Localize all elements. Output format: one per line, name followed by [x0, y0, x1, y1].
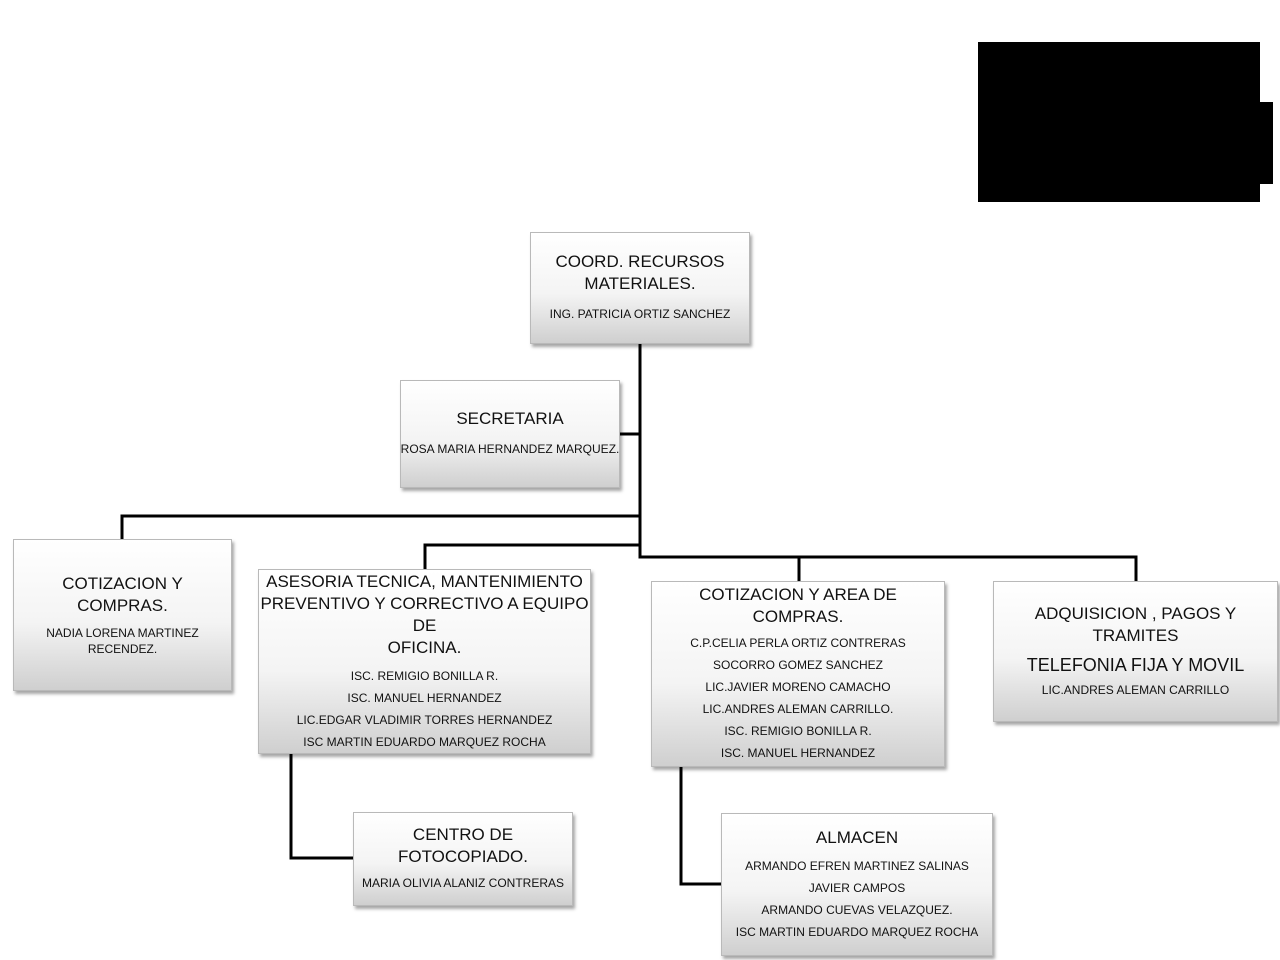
member-name: NADIA LORENA MARTINEZ RECENDEZ.	[46, 626, 199, 656]
member-name: LIC.ANDRES ALEMAN CARRILLO	[1041, 682, 1230, 697]
redacted-block-tab	[1250, 102, 1273, 184]
node-title: COTIZACION Y COMPRAS.	[62, 574, 183, 615]
node-title: COTIZACION Y AREA DE COMPRAS.	[699, 585, 897, 626]
member-name: LIC.JAVIER MORENO CAMACHO	[705, 680, 891, 694]
node-cotizacion-area-compras: COTIZACION Y AREA DE COMPRAS. C.P.CELIA …	[651, 581, 945, 767]
node-adquisicion-pagos-tramites: ADQUISICION , PAGOS Y TRAMITES TELEFONIA…	[993, 581, 1278, 722]
redacted-block	[978, 42, 1260, 202]
member-name: C.P.CELIA PERLA ORTIZ CONTRERAS	[690, 636, 906, 650]
member-name: SOCORRO GOMEZ SANCHEZ	[712, 658, 883, 672]
member-name: ING. PATRICIA ORTIZ SANCHEZ	[549, 307, 731, 321]
node-secretaria: SECRETARIA ROSA MARIA HERNANDEZ MARQUEZ.	[400, 380, 620, 488]
member-name: MARIA OLIVIA ALANIZ CONTRERAS	[361, 876, 565, 890]
node-cotizacion-y-compras: COTIZACION Y COMPRAS. NADIA LORENA MARTI…	[13, 539, 232, 691]
node-title: COORD. RECURSOS MATERIALES.	[555, 252, 725, 293]
member-name: ISC MARTIN EDUARDO MARQUEZ ROCHA	[303, 734, 546, 749]
member-name: ROSA MARIA HERNANDEZ MARQUEZ.	[400, 442, 620, 456]
member-name: ARMANDO EFREN MARTINEZ SALINAS	[745, 858, 969, 873]
member-name: LIC.ANDRES ALEMAN CARRILLO.	[702, 702, 894, 716]
node-title: CENTRO DE FOTOCOPIADO.	[397, 825, 529, 866]
node-title: SECRETARIA	[456, 409, 564, 428]
member-name: ISC. REMIGIO BONILLA R.	[350, 668, 499, 683]
node-coord-recursos-materiales: COORD. RECURSOS MATERIALES. ING. PATRICI…	[530, 232, 750, 344]
fotocopiado-link	[289, 752, 355, 860]
member-name: ARMANDO CUEVAS VELAZQUEZ.	[761, 902, 953, 917]
node-centro-fotocopiado: CENTRO DE FOTOCOPIADO. MARIA OLIVIA ALAN…	[353, 812, 573, 906]
node-subtitle: TELEFONIA FIJA Y MOVIL	[1026, 654, 1245, 675]
member-name: JAVIER CAMPOS	[808, 880, 906, 895]
node-title: ADQUISICION , PAGOS Y TRAMITES	[1034, 603, 1237, 645]
member-name: ISC. MANUEL HERNANDEZ	[720, 746, 876, 760]
node-title: ALMACEN	[815, 827, 899, 847]
member-name: ISC. REMIGIO BONILLA R.	[724, 724, 872, 738]
member-name: ISC MARTIN EDUARDO MARQUEZ ROCHA	[735, 924, 979, 939]
member-name: ISC. MANUEL HERNANDEZ	[347, 690, 502, 705]
node-almacen: ALMACEN ARMANDO EFREN MARTINEZ SALINAS JA…	[721, 813, 993, 956]
member-name: LIC.EDGAR VLADIMIR TORRES HERNANDEZ	[296, 712, 553, 727]
almacen-link	[679, 765, 723, 886]
node-asesoria-tecnica: ASESORIA TECNICA, MANTENIMIENTO PREVENTI…	[258, 569, 591, 754]
node-title: ASESORIA TECNICA, MANTENIMIENTO PREVENTI…	[260, 571, 589, 657]
